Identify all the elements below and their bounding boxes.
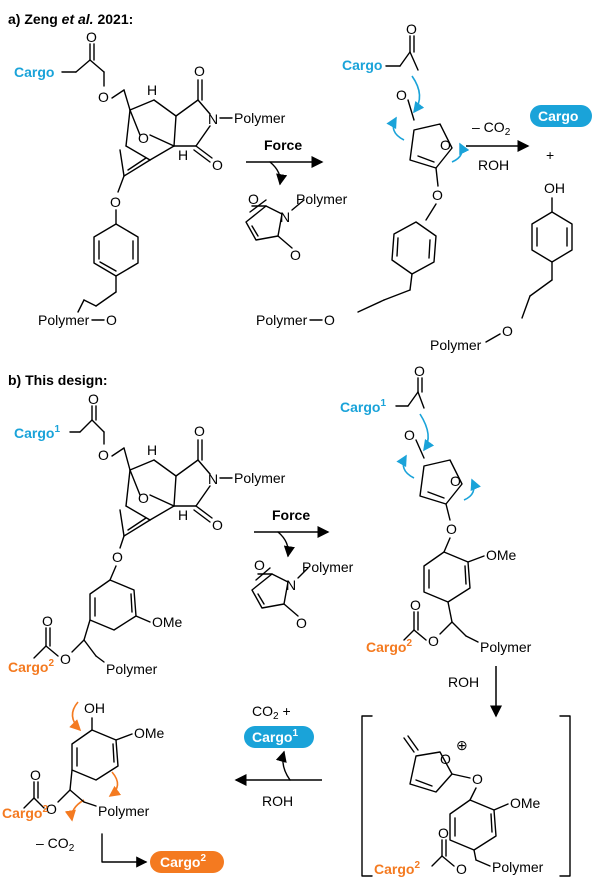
b-cation-o: O: [440, 751, 451, 767]
a-roh: ROH: [478, 157, 509, 173]
a-product-oh: OH: [544, 180, 565, 196]
b-mal-o-top: O: [254, 557, 265, 573]
a-int-carbonyl-o: O: [406, 21, 417, 37]
a-ester-o: O: [98, 89, 109, 105]
a-imide-o-top: O: [194, 63, 205, 79]
b-cargo2-label: Cargo2: [8, 658, 54, 675]
a-polymer-3: Polymer: [296, 191, 348, 207]
b-imide-o-top: O: [194, 423, 205, 439]
b-roh-1: ROH: [448, 674, 479, 690]
b-cation-ome: OMe: [510, 795, 541, 811]
b-mal-n: N: [286, 577, 296, 593]
b-imide-n: N: [208, 471, 218, 487]
b-polymer-1: Polymer: [234, 470, 286, 486]
b-minus-co2: – CO2: [36, 835, 75, 854]
a-h-top: H: [147, 82, 157, 98]
a-ether-o: O: [106, 312, 117, 328]
a-bridge-o: O: [138, 130, 149, 146]
b-polymer-2: Polymer: [106, 661, 158, 677]
b-int-cargo2-label: Cargo2: [366, 638, 412, 655]
b-aryl-o: O: [112, 549, 123, 565]
a-product-polymer: Polymer: [430, 337, 482, 353]
b-polymer-3: Polymer: [302, 559, 354, 575]
b-ester-o: O: [98, 447, 109, 463]
b-phenol-carbonyl-o: O: [30, 767, 41, 783]
b-cargo1-label: Cargo1: [14, 424, 60, 441]
a-mal-n: N: [280, 209, 290, 225]
a-aryl-o: O: [110, 194, 121, 210]
b-cation-cargo2-label: Cargo2: [374, 860, 420, 877]
b-cation-benzyl-o: O: [456, 861, 467, 877]
b-h-bottom: H: [178, 507, 188, 523]
b-phenol-cargo2-label: Cargo2: [2, 804, 48, 821]
a-polymer-2: Polymer: [38, 312, 90, 328]
a-mal-o-top: O: [248, 191, 259, 207]
b-cargo2-pill: [150, 851, 224, 873]
a-polymer-1: Polymer: [234, 110, 286, 126]
b-carbonyl2-o: O: [42, 613, 53, 629]
a-force-label: Force: [264, 137, 302, 153]
b-int-furan-o: O: [450, 473, 461, 489]
b-int-ester-o: O: [404, 427, 415, 443]
b-int-cargo1-label: Cargo1: [340, 398, 386, 415]
b-int-carbonyl2-o: O: [410, 597, 421, 613]
a-plus: +: [546, 147, 554, 163]
a-int-ether-o: O: [324, 312, 335, 328]
a-product-cargo: Cargo: [538, 108, 578, 124]
a-int-ester-o: O: [396, 87, 407, 103]
b-cargo2-product: Cargo2: [160, 853, 206, 870]
b-ome-1: OMe: [152, 614, 183, 630]
a-cargo-label: Cargo: [14, 64, 54, 80]
section-a-title: a) Zeng et al. 2021:: [8, 11, 133, 27]
b-roh-2: ROH: [262, 793, 293, 809]
a-imide-o-bottom: O: [212, 157, 223, 173]
b-bridge-o: O: [138, 490, 149, 506]
b-mal-o-bottom: O: [296, 615, 307, 631]
b-int-ome: OMe: [486, 547, 517, 563]
b-int-benzyl-o: O: [428, 633, 439, 649]
a-int-polymer: Polymer: [256, 312, 308, 328]
b-cation-polymer: Polymer: [492, 859, 544, 875]
b-cation-aryl-o: O: [472, 771, 483, 787]
a-int-aryl-o: O: [432, 187, 443, 203]
b-int-polymer: Polymer: [480, 639, 532, 655]
b-phenol-benzyl-o: O: [46, 801, 57, 817]
b-cation-carbonyl-o: O: [438, 825, 449, 841]
a-product-cargo-pill: [530, 105, 592, 127]
a-carbonyl-o: O: [86, 29, 97, 45]
b-benzyl-o: O: [60, 651, 71, 667]
a-product-o: O: [502, 323, 513, 339]
b-force-label: Force: [272, 507, 310, 523]
section-b-title: b) This design:: [8, 372, 108, 388]
a-h-bottom: H: [178, 147, 188, 163]
b-co2-plus: CO2 +: [252, 703, 291, 722]
b-phenol-ome: OMe: [134, 725, 165, 741]
b-imide-o-bottom: O: [212, 517, 223, 533]
a-int-cargo-label: Cargo: [342, 57, 382, 73]
b-phenol-oh: OH: [84, 700, 105, 716]
b-int-carbonyl-o: O: [414, 363, 425, 379]
b-carbonyl-o: O: [88, 391, 99, 407]
a-imide-n: N: [208, 111, 218, 127]
a-mal-o-bottom: O: [290, 247, 301, 263]
b-cargo1-product: Cargo1: [252, 728, 298, 745]
b-phenol-polymer: Polymer: [98, 803, 150, 819]
a-int-furan-o: O: [440, 137, 451, 153]
b-int-aryl-o: O: [446, 521, 457, 537]
b-cargo1-pill: [244, 726, 314, 748]
b-oplus: ⊕: [456, 737, 468, 753]
b-h-top: H: [147, 442, 157, 458]
a-minus-co2: – CO2: [472, 119, 511, 138]
